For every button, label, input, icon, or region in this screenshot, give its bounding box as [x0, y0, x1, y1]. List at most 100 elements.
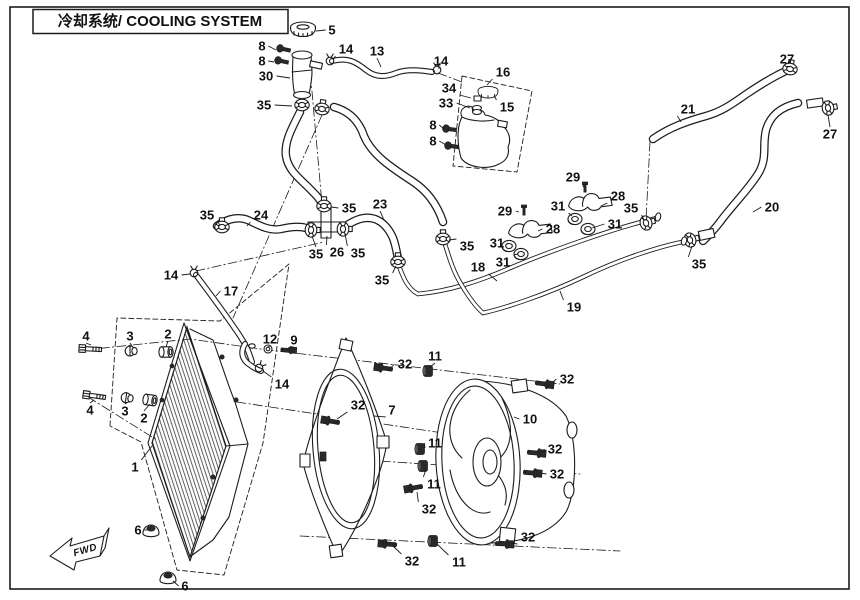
- page-title: 冷却系统/ COOLING SYSTEM: [58, 12, 262, 30]
- callout-leader: [488, 273, 498, 282]
- callout-leader: [129, 342, 133, 347]
- callout-leader: [786, 65, 791, 68]
- callout-leader: [542, 448, 545, 453]
- callout-leader: [330, 206, 339, 209]
- callout-2: 2: [164, 327, 171, 342]
- callout-26: 26: [330, 245, 344, 260]
- radiator-mount-hardware: [78, 344, 298, 585]
- callout-leader: [510, 542, 518, 545]
- callout-33: 33: [439, 96, 453, 111]
- pipe-end: [680, 236, 688, 246]
- callout-32: 32: [550, 467, 564, 482]
- radiator-assembly: [109, 263, 290, 576]
- callout-18: 18: [471, 260, 485, 275]
- callout-leader: [687, 245, 693, 258]
- fan-shroud: [299, 337, 390, 559]
- callout-leader: [439, 140, 447, 146]
- callout-35: 35: [309, 247, 323, 262]
- callout-34: 34: [442, 81, 457, 96]
- callout-31: 31: [496, 255, 510, 270]
- callout-30: 30: [259, 69, 273, 84]
- callout-6: 6: [181, 579, 188, 594]
- nut-icon: [422, 365, 433, 377]
- callout-2: 2: [140, 411, 147, 426]
- callout-leader: [172, 580, 179, 587]
- callout-35: 35: [351, 246, 365, 261]
- callout-leader: [274, 104, 293, 107]
- reservoir-tab: [496, 119, 508, 129]
- callout-16: 16: [496, 65, 510, 80]
- screw-icon: [521, 204, 527, 216]
- callout-leader: [376, 57, 382, 68]
- callout-11: 11: [427, 477, 441, 492]
- radiator-frame: [147, 322, 231, 562]
- callout-leader: [311, 235, 317, 248]
- callout-leader: [165, 340, 169, 348]
- callout-leader: [325, 235, 328, 246]
- screw-icon: [582, 181, 588, 193]
- callout-32: 32: [521, 530, 535, 545]
- callout-35: 35: [200, 208, 214, 223]
- callout-4: 4: [86, 403, 94, 418]
- callout-leader: [459, 94, 472, 99]
- callout-leader: [752, 206, 762, 213]
- callout-leader: [268, 45, 277, 51]
- callout-leader: [392, 265, 397, 274]
- callout-29: 29: [498, 204, 512, 219]
- hoses-and-pipes: [193, 56, 825, 374]
- bolt-icon: [443, 140, 460, 152]
- callout-leader: [373, 415, 386, 418]
- seal-34: [473, 95, 482, 102]
- callout-leader: [439, 124, 445, 130]
- callout-27: 27: [823, 127, 837, 142]
- reservoir-cap-15: [477, 85, 499, 99]
- callout-35: 35: [375, 273, 389, 288]
- callout-leader: [276, 75, 291, 79]
- reservoir-assembly: [441, 75, 533, 173]
- grommet-icon: [158, 346, 174, 358]
- radiator-boundary-outline: [109, 263, 290, 576]
- callout-5: 5: [328, 23, 335, 38]
- callout-32: 32: [560, 372, 574, 387]
- pipe-end: [654, 212, 662, 222]
- callout-11: 11: [452, 555, 466, 570]
- callout-leader: [539, 472, 547, 475]
- bolt-icon: [534, 377, 555, 391]
- callout-leader: [582, 183, 585, 188]
- callout-35: 35: [342, 201, 356, 216]
- callout-leader: [315, 29, 326, 32]
- washer-nut-icon: [120, 391, 135, 405]
- callout-24: 24: [254, 208, 269, 223]
- callout-29: 29: [566, 170, 580, 185]
- callout-leader: [143, 403, 151, 412]
- seal-washer-icon: [263, 344, 273, 354]
- callout-leader: [85, 342, 92, 346]
- callout-leader: [591, 223, 605, 229]
- callout-8: 8: [258, 54, 265, 69]
- callout-17: 17: [224, 284, 238, 299]
- bushing-icon: [567, 212, 583, 226]
- callout-leader: [287, 346, 295, 349]
- callout-15: 15: [500, 100, 514, 115]
- callout-3: 3: [121, 404, 128, 419]
- callout-11: 11: [428, 436, 442, 451]
- callout-4: 4: [82, 329, 90, 344]
- callout-31: 31: [608, 217, 622, 232]
- callout-leader: [124, 401, 129, 405]
- rubber-mount-icon: [142, 524, 160, 538]
- callout-8: 8: [258, 39, 265, 54]
- bolt-icon: [275, 43, 292, 55]
- callout-leader: [246, 221, 251, 227]
- callout-leader: [267, 345, 271, 348]
- hose-13: [329, 56, 435, 79]
- callout-32: 32: [422, 502, 436, 517]
- callout-28: 28: [611, 189, 625, 204]
- callout-leader: [389, 363, 395, 370]
- reservoir-boundary-outline: [452, 75, 533, 173]
- callout-leader: [515, 210, 520, 213]
- callout-leader: [506, 242, 508, 245]
- callout-35: 35: [692, 257, 706, 272]
- callout-leader: [423, 442, 426, 449]
- callout-31: 31: [490, 236, 504, 251]
- bolt-icon: [82, 390, 107, 402]
